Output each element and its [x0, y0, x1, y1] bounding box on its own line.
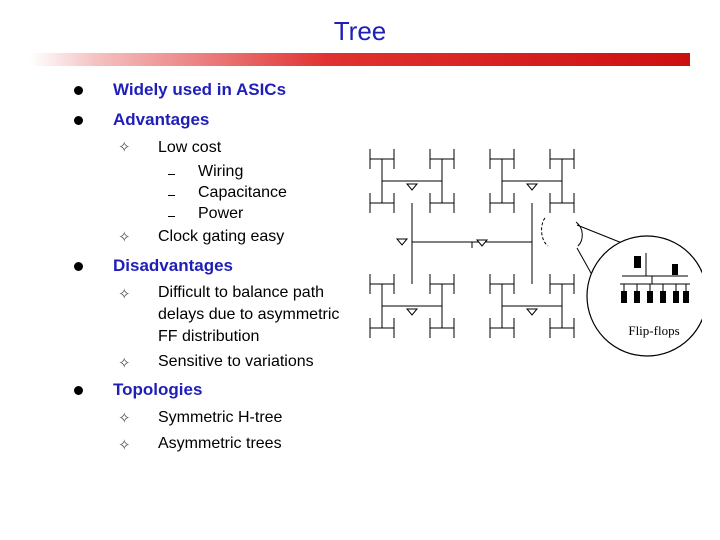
bullet-list: Widely used in ASICs Advantages ✧ Low co… [74, 80, 340, 454]
sparkle-bullet-icon: ✧ [118, 410, 131, 427]
buffer-icon [525, 183, 539, 191]
flip-flops-label: Flip-flops [628, 323, 679, 338]
flip-flop-icon [660, 291, 666, 303]
item-variations: Sensitive to variations [158, 353, 314, 370]
flip-flop-icon [673, 291, 679, 303]
callout-circle: Flip-flops [586, 235, 702, 357]
item-clock-gating: Clock gating easy [158, 228, 285, 245]
bullet-dot-icon [74, 386, 83, 395]
sparkle-bullet-icon: ✧ [118, 139, 131, 156]
item-asym-trees: Asymmetric trees [158, 435, 282, 452]
buffer-icon [395, 238, 409, 246]
bullet-dot-icon [74, 86, 83, 95]
bullet-advantages: Advantages [113, 110, 210, 129]
item-balance-line2: delays due to asymmetric [158, 306, 340, 323]
item-h-tree: Symmetric H-tree [158, 409, 283, 426]
dash-bullet-icon [168, 195, 175, 196]
sparkle-bullet-icon: ✧ [118, 229, 131, 246]
item-balance-line1: Difficult to balance path [158, 284, 325, 301]
title-rule [30, 53, 690, 66]
buffer-icon [475, 239, 489, 247]
flip-flop-icon [634, 291, 640, 303]
flip-flop-icon [683, 291, 689, 303]
buffer-icon [672, 264, 678, 275]
dash-bullet-icon [168, 174, 175, 175]
bullet-dot-icon [74, 262, 83, 271]
item-balance-line3: FF distribution [158, 328, 260, 345]
buffer-icon [634, 256, 641, 268]
clock-tree-diagram: Flip-flops [369, 149, 702, 357]
flip-flop-icon [647, 291, 653, 303]
item-low-cost: Low cost [158, 139, 222, 156]
sparkle-bullet-icon: ✧ [118, 437, 131, 454]
item-power: Power [198, 205, 244, 222]
flip-flop-icon [621, 291, 627, 303]
item-wiring: Wiring [198, 163, 244, 180]
buffer-icon [405, 183, 419, 191]
bullet-dot-icon [74, 116, 83, 125]
bullet-topologies: Topologies [113, 380, 203, 399]
sparkle-bullet-icon: ✧ [118, 355, 131, 372]
clock-tree-figure: Flip-flops [362, 136, 702, 366]
sparkle-bullet-icon: ✧ [118, 286, 131, 303]
buffer-icon [405, 308, 419, 316]
bullet-disadvantages: Disadvantages [113, 256, 233, 275]
bullet-widely-used: Widely used in ASICs [113, 80, 287, 99]
dash-bullet-icon [168, 216, 175, 217]
slide-title: Tree [333, 16, 387, 46]
item-capacitance: Capacitance [198, 184, 287, 201]
buffer-icon [525, 308, 539, 316]
h-tree-network [369, 149, 575, 338]
